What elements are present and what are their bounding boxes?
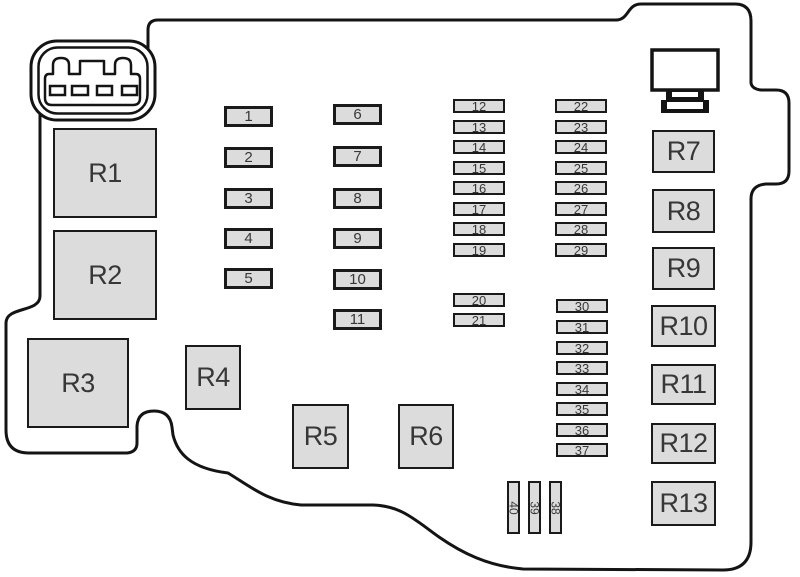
fuse-5: 5 [224, 268, 273, 289]
relay-r13: R13 [651, 481, 716, 526]
fuse-29: 29 [555, 243, 607, 257]
fuse-19: 19 [453, 243, 505, 257]
fuse-17: 17 [453, 202, 505, 216]
relay-r6: R6 [398, 404, 454, 469]
fuse-37: 37 [556, 443, 608, 457]
fuse-40: 40 [507, 481, 521, 534]
fuse-1: 1 [224, 106, 273, 127]
fuse-26: 26 [555, 181, 607, 195]
relay-r1: R1 [53, 128, 157, 218]
fuse-15: 15 [453, 161, 505, 175]
relay-r2: R2 [53, 230, 157, 320]
fuse-8: 8 [333, 188, 382, 209]
fuse-10: 10 [333, 269, 382, 290]
fuse-36: 36 [556, 423, 608, 437]
fuse-31: 31 [556, 320, 608, 334]
fuse-32: 32 [556, 341, 608, 355]
fuse-35: 35 [556, 402, 608, 416]
fuse-18: 18 [453, 222, 505, 236]
relay-r11: R11 [651, 364, 716, 405]
terminal-stud-icon [650, 48, 720, 113]
fuse-16: 16 [453, 181, 505, 195]
fuse-3: 3 [224, 188, 273, 209]
fuse-12: 12 [453, 99, 505, 113]
relay-r3: R3 [27, 338, 129, 428]
fuse-39: 39 [528, 481, 542, 534]
relay-r9: R9 [652, 247, 715, 290]
fuse-23: 23 [555, 120, 607, 134]
fuse-4: 4 [224, 228, 273, 249]
fuse-25: 25 [555, 161, 607, 175]
fuse-11: 11 [333, 309, 382, 330]
fuse-24: 24 [555, 140, 607, 154]
relay-r12: R12 [651, 423, 716, 464]
fuse-20: 20 [453, 293, 505, 307]
fuse-6: 6 [333, 104, 382, 125]
relay-r4: R4 [185, 345, 241, 410]
fuse-27: 27 [555, 202, 607, 216]
relay-r8: R8 [652, 189, 715, 233]
relay-r7: R7 [652, 130, 715, 173]
fuse-21: 21 [453, 313, 505, 327]
fuse-30: 30 [556, 299, 608, 313]
fuse-14: 14 [453, 140, 505, 154]
fuse-33: 33 [556, 361, 608, 375]
relay-r10: R10 [651, 305, 716, 347]
relay-r5: R5 [292, 404, 349, 469]
connector-icon [29, 39, 157, 122]
fuse-22: 22 [555, 99, 607, 113]
fuse-9: 9 [333, 228, 382, 249]
fuse-2: 2 [224, 147, 273, 168]
fuse-28: 28 [555, 222, 607, 236]
fuse-38: 38 [549, 481, 563, 534]
fuse-13: 13 [453, 120, 505, 134]
fuse-34: 34 [556, 382, 608, 396]
fuse-7: 7 [333, 146, 382, 167]
